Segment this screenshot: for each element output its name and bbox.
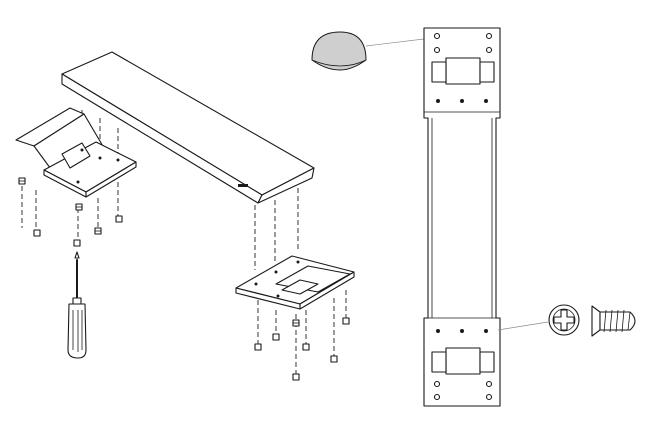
right-bracket-screws <box>254 290 350 381</box>
label-mark-icon <box>238 184 248 187</box>
shelf-board <box>61 51 315 204</box>
rubber-bumper <box>311 31 433 71</box>
wall-mounting-plate <box>423 27 549 407</box>
screw-leader-line <box>497 321 549 331</box>
wall-screw <box>591 305 636 337</box>
left-bracket-screws <box>18 177 123 247</box>
right-mounting-bracket <box>235 255 355 310</box>
phillips-screw-head <box>548 304 580 336</box>
screwdriver <box>67 251 87 359</box>
left-mounting-bracket <box>15 107 137 198</box>
bumper-leader-line <box>365 37 433 47</box>
